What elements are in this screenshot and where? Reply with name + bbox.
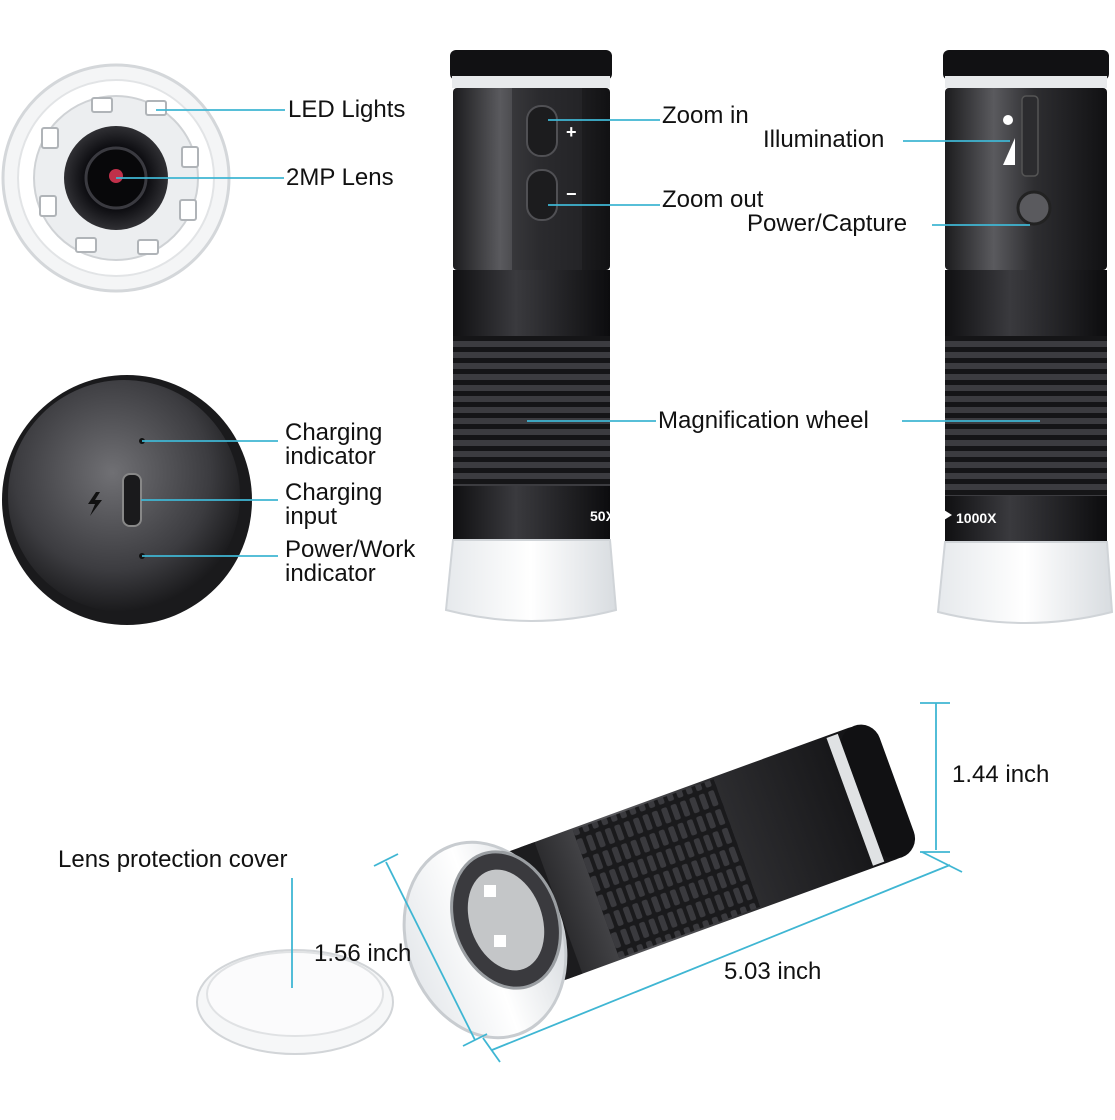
zoom-out-symbol: − <box>566 184 577 204</box>
dimension-height: 1.44 inch <box>952 761 1050 788</box>
label-zoom-out: Zoom out <box>662 186 764 213</box>
zoom-in-symbol: + <box>566 122 577 142</box>
scope-front <box>444 50 618 622</box>
scope-side <box>936 50 1114 624</box>
dimension-length: 5.03 inch <box>724 958 822 985</box>
charging-end-view <box>2 375 252 625</box>
label-charging-indicator-line2: indicator <box>285 443 376 470</box>
leader-lines <box>116 109 1040 1063</box>
led-chips <box>39 97 199 255</box>
label-charging-input-line1: Charging <box>285 479 383 506</box>
zoom-max-marking: 1000X <box>956 510 997 526</box>
label-power-work-line1: Power/Work <box>285 536 416 563</box>
dimension-diameter: 1.56 inch <box>314 940 412 967</box>
label-charging-input-line2: input <box>285 503 338 530</box>
scope-lying <box>196 724 916 1055</box>
label-power-capture: Power/Capture <box>747 210 908 237</box>
label-zoom-in: Zoom in <box>662 102 749 129</box>
label-lens: 2MP Lens <box>286 164 394 191</box>
label-led-lights: LED Lights <box>288 96 406 123</box>
label-illumination: Illumination <box>763 126 885 153</box>
label-charging-indicator-line1: Charging <box>285 419 383 446</box>
zoom-min-marking: 50X <box>590 508 615 524</box>
label-magnification-wheel: Magnification wheel <box>658 407 869 434</box>
label-lens-protection-cover: Lens protection cover <box>58 846 288 873</box>
label-power-work-line2: indicator <box>285 560 376 587</box>
